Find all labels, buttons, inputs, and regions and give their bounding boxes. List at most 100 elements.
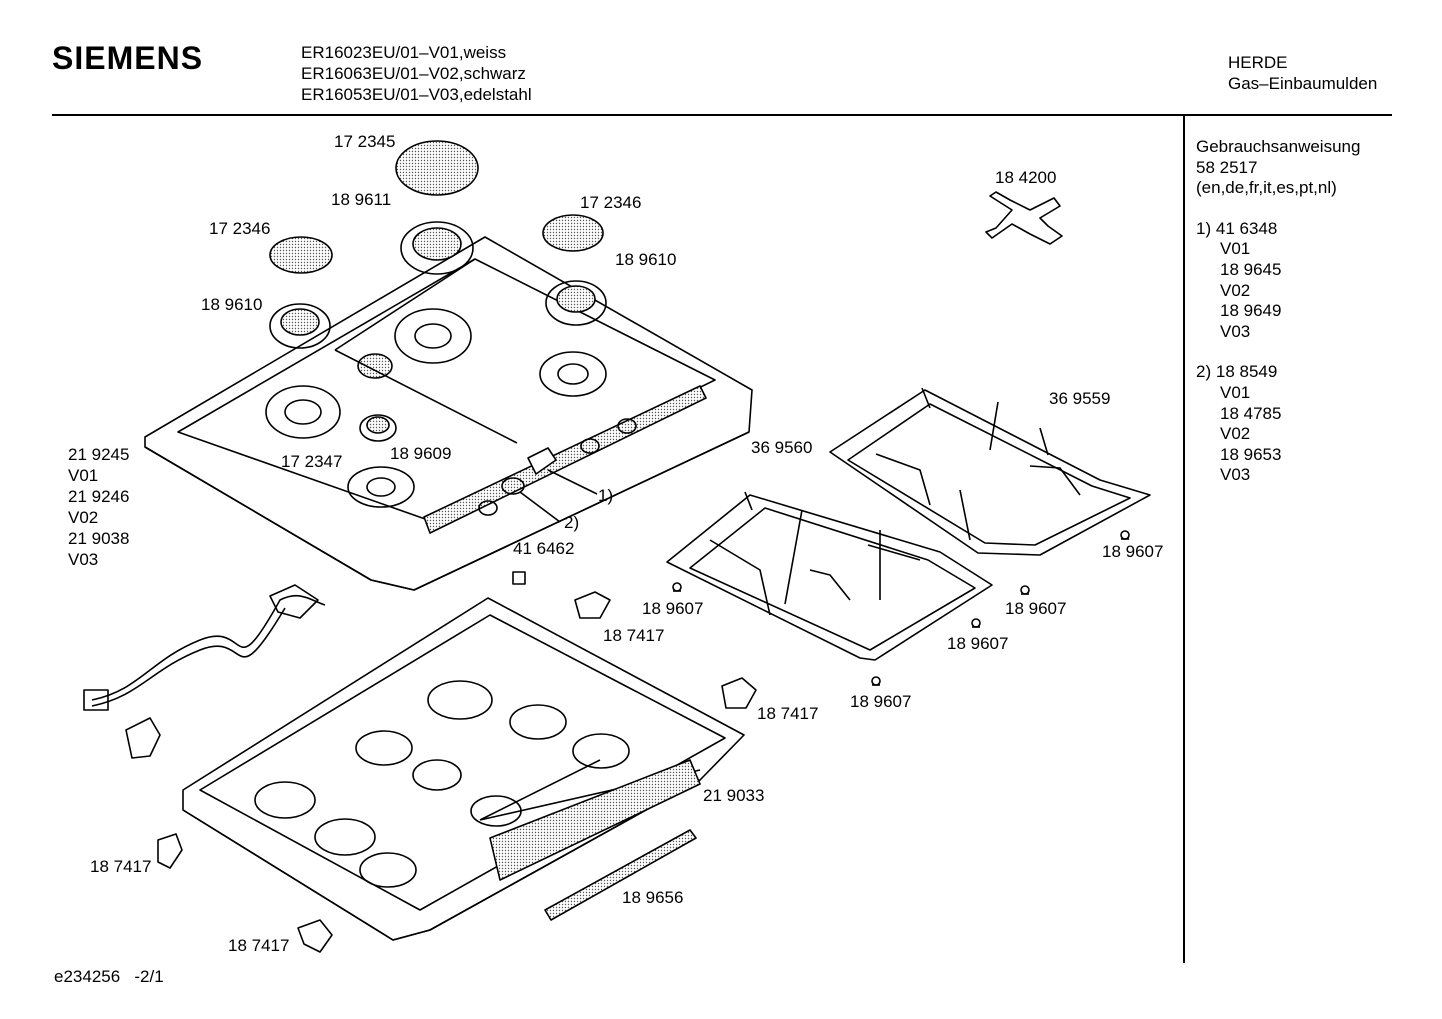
frame-code: V01 <box>68 466 99 485</box>
burner-seat <box>265 385 341 439</box>
part-label: 17 2346 <box>209 219 271 238</box>
part-label: 18 7417 <box>90 857 152 876</box>
part-label: 18 9610 <box>201 295 263 314</box>
part-label: 18 9656 <box>622 888 684 907</box>
model-line: ER16023EU/01–V01,weiss <box>301 43 507 62</box>
part-label: 21 9033 <box>703 786 765 805</box>
part-label: 36 9560 <box>751 438 813 457</box>
frame-code: 21 9245 <box>68 445 130 464</box>
note-part: 18 8549 <box>1215 362 1278 382</box>
trivet-cross <box>985 191 1063 245</box>
burner-large <box>400 221 474 275</box>
model-list: ER16023EU/01–V01,weiss ER16063EU/01–V02,… <box>301 42 532 105</box>
part-label: 18 4200 <box>995 168 1057 187</box>
burner-seat <box>394 308 472 364</box>
frame-code: 21 9246 <box>68 487 130 506</box>
note-row: 18 9653 <box>1220 444 1282 464</box>
part-label: 18 9607 <box>642 599 704 618</box>
reference-marker: 2) <box>564 513 580 532</box>
note-row: 18 4785 <box>1220 403 1282 423</box>
note-row: V02 <box>1220 424 1251 444</box>
part-label: 18 9607 <box>1102 542 1164 561</box>
hob-front-edge <box>144 431 750 591</box>
part-label: 18 7417 <box>603 626 665 645</box>
note-part: 41 6348 <box>1215 218 1278 238</box>
socket-connector <box>125 717 161 759</box>
burner-medium-right <box>545 280 607 326</box>
reference-marker: 1) <box>598 486 614 505</box>
category-subtitle: Gas–Einbaumulden <box>1228 74 1378 93</box>
part-label: 17 2347 <box>281 452 343 471</box>
rubber-foot <box>971 618 981 628</box>
note-prefix: 1) <box>1196 218 1212 238</box>
burner-seat <box>557 363 589 385</box>
note-row: V01 <box>1220 239 1251 259</box>
note-row: V03 <box>1220 321 1251 341</box>
burner-seat <box>414 323 452 349</box>
burner-aux <box>359 414 397 442</box>
manual-languages: (en,de,fr,it,es,pt,nl) <box>1196 178 1337 198</box>
pan-support-left <box>666 491 993 661</box>
part-label: 18 9607 <box>947 634 1009 653</box>
manual-info: Gebrauchsanweisung 58 2517 (en,de,fr,it,… <box>1196 137 1360 199</box>
rubber-foot <box>672 582 682 592</box>
manual-number: 58 2517 <box>1196 157 1258 177</box>
header-divider <box>52 114 1392 116</box>
burner-cap-large <box>395 140 479 196</box>
note-row: V03 <box>1220 465 1251 485</box>
control-knob <box>527 447 557 475</box>
burner-cap-small-left <box>269 236 333 274</box>
burner-cap-aux <box>357 353 393 379</box>
control-knob-seat <box>580 438 600 454</box>
part-label: 18 9611 <box>331 190 392 209</box>
gasket-strip <box>544 829 697 921</box>
burner-seat <box>539 351 607 397</box>
clamp <box>721 677 757 709</box>
frame-codes: 21 9245 V01 21 9246 V02 21 9038 V03 <box>68 444 129 570</box>
note-row: 18 9645 <box>1220 259 1282 279</box>
model-line: ER16063EU/01–V02,schwarz <box>301 64 526 83</box>
burner-seat <box>347 466 415 508</box>
note-1: 1) 41 6348 V01 18 9645 V02 18 9649 V03 <box>1196 219 1360 343</box>
rubber-foot <box>1120 530 1130 540</box>
part-label: 17 2346 <box>580 193 642 212</box>
sidebar-notes: Gebrauchsanweisung 58 2517 (en,de,fr,it,… <box>1196 137 1360 506</box>
burner-medium-right <box>556 285 596 313</box>
control-panel <box>423 385 707 534</box>
rubber-foot <box>871 676 881 686</box>
rubber-foot <box>1020 585 1030 595</box>
note-row: 18 9649 <box>1220 301 1282 321</box>
power-cable <box>83 584 326 711</box>
pan-support-right <box>829 387 1151 556</box>
part-label: 18 9610 <box>615 250 677 269</box>
control-knob-seat <box>501 477 525 495</box>
control-knob-seat <box>617 418 637 434</box>
leader-line <box>519 469 598 523</box>
note-prefix: 2) <box>1196 362 1212 382</box>
hob-inner-rim <box>177 258 716 521</box>
part-label: 36 9559 <box>1049 389 1111 408</box>
note-2-head: 2) 18 8549 <box>1196 362 1360 383</box>
brand-logo: SIEMENS <box>52 40 204 76</box>
burner-medium-left <box>269 303 331 349</box>
page-number: -2/1 <box>134 967 164 986</box>
control-knob-seat <box>478 500 498 516</box>
clamp <box>574 591 611 619</box>
part-label: 18 7417 <box>757 704 819 723</box>
sidebar-divider <box>1183 116 1185 963</box>
category-title: HERDE <box>1228 53 1288 72</box>
burner-cap-small-right <box>542 214 604 252</box>
part-label: 18 9607 <box>1005 599 1067 618</box>
part-label: 41 6462 <box>513 539 575 558</box>
manual-title: Gebrauchsanweisung <box>1196 137 1361 156</box>
part-label: 17 2345 <box>334 132 396 151</box>
clamp <box>157 833 183 869</box>
burner-aux <box>366 416 390 434</box>
note-row: V01 <box>1220 382 1251 402</box>
note-1-head: 1) 41 6348 <box>1196 219 1360 240</box>
part-label: 18 7417 <box>228 936 290 955</box>
burner-seat <box>366 477 396 497</box>
burner-large <box>412 227 462 261</box>
part-label: 18 9609 <box>390 444 452 463</box>
doc-id: e234256 <box>54 967 121 986</box>
